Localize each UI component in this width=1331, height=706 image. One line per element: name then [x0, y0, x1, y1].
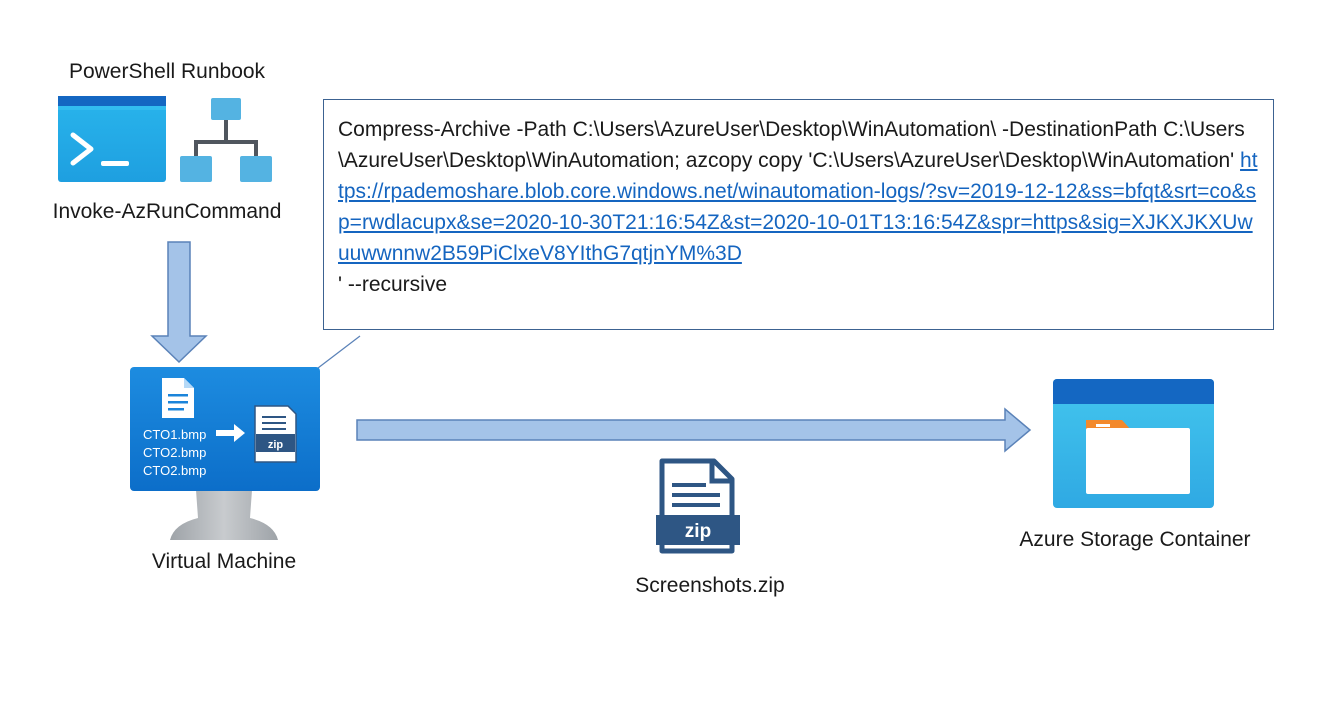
code-callout: Compress-Archive -Path C:\Users\AzureUse…	[323, 99, 1274, 330]
runbook-title: PowerShell Runbook	[68, 60, 266, 83]
vm-file-item: CTO2.bmp	[143, 463, 207, 478]
vm-file-item: CTO1.bmp	[143, 427, 207, 442]
zip-badge: zip	[685, 521, 711, 542]
code-text: Compress-Archive -Path C:\Users\AzureUse…	[338, 118, 1245, 172]
hierarchy-icon	[180, 98, 272, 182]
zip-file-icon	[254, 405, 297, 463]
vm-zip-badge: zip	[268, 439, 284, 451]
storage-label: Azure Storage Container	[1019, 528, 1251, 551]
vm-label: Virtual Machine	[151, 550, 297, 573]
zip-label: Screenshots.zip	[635, 574, 785, 597]
sas-url-link[interactable]: https://rpademoshare.blob.core.windows.n…	[338, 149, 1258, 265]
storage-container-icon	[1053, 379, 1214, 508]
right-arrow	[356, 407, 1032, 453]
vm-file-item: CTO2.bmp	[143, 445, 207, 460]
powershell-icon	[58, 96, 166, 182]
code-text-end: ' --recursive	[338, 273, 448, 296]
zip-archive-icon: zip	[655, 458, 741, 557]
down-arrow	[150, 241, 208, 364]
vm-file-list: CTO1.bmp CTO2.bmp CTO2.bmp	[143, 426, 206, 480]
virtual-machine-icon: zip	[130, 367, 320, 540]
right-arrow-icon	[216, 424, 245, 442]
callout-pointer	[317, 335, 361, 369]
document-icon	[162, 378, 194, 418]
runbook-command: Invoke-AzRunCommand	[52, 200, 282, 223]
